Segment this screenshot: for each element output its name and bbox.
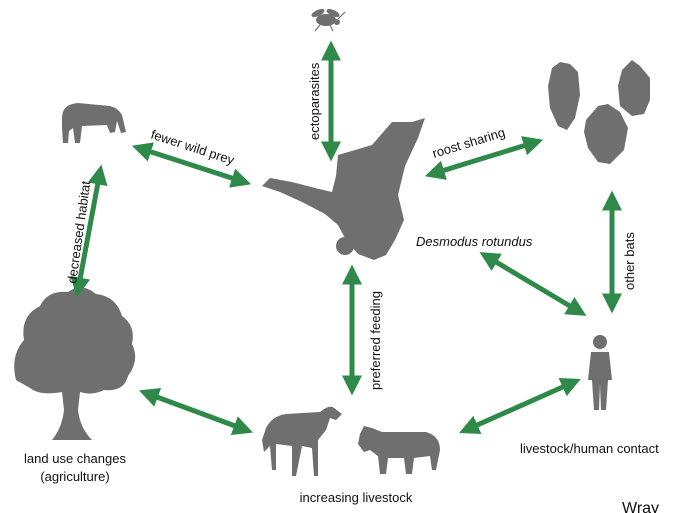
node-label-agriculture: (agriculture): [40, 469, 109, 484]
edge-label-ectoparasites: ectoparasites: [307, 62, 322, 140]
credit-text: Wray: [622, 500, 659, 513]
roosting-bats-icon: [548, 60, 650, 164]
human-icon: [588, 335, 612, 410]
edge-label-feeding: preferred feeding: [368, 291, 383, 390]
edge-label-wild-prey: fewer wild prey: [149, 127, 237, 168]
livestock-horse-cow-icon: [262, 407, 440, 476]
arrow-tree-livestock: [146, 393, 246, 430]
arrow-bat-human: [486, 256, 580, 312]
ectoparasite-fly-icon: [310, 7, 345, 31]
node-label-land-use: land use changes: [24, 451, 126, 466]
vampire-bat-icon: [262, 118, 425, 260]
node-label-bat: Desmodus rotundus: [416, 234, 533, 249]
edge-label-other-bats: other bats: [622, 232, 637, 290]
arrow-livestock-human: [466, 382, 574, 430]
tapir-wild-prey-icon: [62, 103, 126, 143]
tree-icon: [14, 287, 135, 440]
node-label-human-contact: livestock/human contact: [520, 441, 659, 456]
node-label-livestock: increasing livestock: [300, 490, 413, 505]
